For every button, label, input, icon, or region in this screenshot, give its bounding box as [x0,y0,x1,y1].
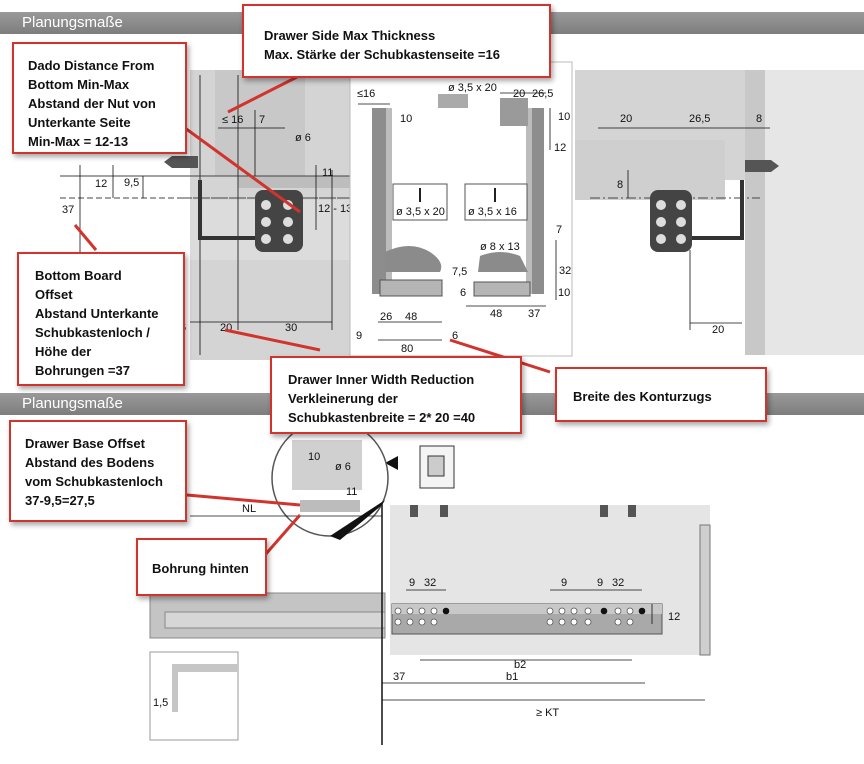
callout-line: Bohrung hinten [152,561,249,576]
dim-tc-le16: ≤16 [357,88,375,100]
callout-line: Unterkante Seite [28,115,131,130]
dim-tc-7: 7 [556,224,562,236]
callout-drawer-side-max-thickness: Drawer Side Max Thickness Max. Stärke de… [242,4,551,78]
dim-b-32a: 32 [424,577,436,589]
callout-line: vom Schubkastenloch [25,474,163,489]
dim-tc-37: 37 [528,308,540,320]
dim-tl-7: 7 [259,114,265,126]
dim-tl-37: 37 [62,204,74,216]
callout-line: Abstand Unterkante [35,306,159,321]
callout-line: Abstand des Bodens [25,455,155,470]
screws-bottom [410,505,636,517]
dim-b-NL: NL [242,503,256,515]
dim-tc-9: 9 [356,330,362,342]
dim-tc-80: 80 [401,343,413,355]
callout-dado-distance: Dado Distance From Bottom Min-Max Abstan… [12,42,187,154]
dim-tr-8a: 8 [756,113,762,125]
callout-line: Schubkastenloch / [35,325,150,340]
callout-line: Breite des Konturzugs [573,389,712,404]
dim-tc-48a: 48 [405,311,417,323]
runner-profile-right [650,190,692,252]
dim-tc-12: 12 [554,142,566,154]
dim-tc-6b: 6 [452,330,458,342]
callout-line: Bottom Board [35,268,122,283]
dim-tc-10b: 10 [558,111,570,123]
top-right-view: 20 26,5 8 8 20 [575,70,864,355]
dim-b-12: 12 [668,611,680,623]
drill-box-left [392,183,448,221]
dim-tc-26: 26 [380,311,392,323]
screw-left [164,156,198,168]
dim-tl-le16: ≤ 16 [222,114,243,126]
callout-line: Offset [35,287,73,302]
callout-line: Abstand der Nut von [28,96,156,111]
dim-tc-7-5: 7,5 [452,266,467,278]
dim-tc-48b: 48 [490,308,502,320]
dim-tr-26-5: 26,5 [689,113,710,125]
dim-tl-11: 11 [322,167,333,179]
dim-b-32b: 32 [612,577,624,589]
dim-tc-26-5: 26,5 [532,88,553,100]
corner-inset [149,651,239,741]
dim-tc-32: 32 [559,265,571,277]
dim-b-b2: b2 [514,659,526,671]
drill-box-right [464,183,528,221]
callout-line: Max. Stärke der Schubkastenseite =16 [264,47,500,62]
callout-line: Min-Max = 12-13 [28,134,129,149]
drill-holes [394,607,634,626]
callout-drawer-base-offset: Drawer Base Offset Abstand des Bodens vo… [9,420,187,522]
callout-line: Bohrungen =37 [35,363,130,378]
dim-b-geKT: ≥ KT [536,707,559,719]
dim-b-11: 11 [346,486,357,498]
dim-tc-10c: 10 [558,287,570,299]
dim-tr-20b: 20 [712,324,724,336]
callout-line: Drawer Inner Width Reduction [288,372,475,387]
runner-profile-left [255,190,303,252]
detail-magnifier [271,419,389,540]
callout-bottom-board-offset: Bottom Board Offset Abstand Unterkante S… [17,252,185,386]
dim-b-9a: 9 [409,577,415,589]
dim-b-37: 37 [393,671,405,683]
dim-tc-o3-5x16: ø 3,5 x 16 [468,206,517,218]
dim-b-9b: 9 [561,577,567,589]
dim-tc-6a: 6 [460,287,466,299]
dim-b-9c: 9 [597,577,603,589]
callout-line: Drawer Base Offset [25,436,145,451]
callout-line: Drawer Side Max Thickness [264,28,436,43]
cabinet-icon [419,445,455,489]
dim-tc-10a: 10 [400,113,412,125]
dim-tr-20a: 20 [620,113,632,125]
dim-tl-9-5: 9,5 [124,177,139,189]
callout-line: 37-9,5=27,5 [25,493,95,508]
dim-tl-12: 12 [95,178,107,190]
dim-tc-o8x13: ø 8 x 13 [480,241,520,253]
callout-line: Bottom Min-Max [28,77,130,92]
dim-tc-20: 20 [513,88,525,100]
dim-b-1-5: 1,5 [153,697,168,709]
bottom-side-view: 10 ø 6 11 NL 9 32 9 9 32 12 b2 37 b1 ≥ K… [149,419,711,745]
top-left-view: ≤ 16 7 ø 6 12 9,5 37 11 12 - 13 6 20 30 [60,70,352,360]
dim-b-o6: ø 6 [335,461,351,473]
dim-b-10: 10 [308,451,320,463]
dim-tl-12-13: 12 - 13 [318,203,352,215]
screw-right [745,160,779,172]
dim-tc-o3-5x20: ø 3,5 x 20 [396,206,445,218]
dim-tc-o3-5x20-top: ø 3,5 x 20 [448,82,497,94]
dim-tl-30: 30 [285,322,297,334]
callout-bohrung-hinten: Bohrung hinten [136,538,267,596]
callout-line: Höhe der [35,344,92,359]
dim-b-b1: b1 [506,671,518,683]
dim-tl-o6: ø 6 [295,132,311,144]
dim-tr-8b: 8 [617,179,623,191]
top-center-view: ≤16 10 ø 3,5 x 20 20 26,5 10 12 ø 3,5 x … [349,61,573,357]
callout-line: Dado Distance From [28,58,155,73]
callout-breite-konturzug: Breite des Konturzugs [555,367,767,422]
callout-line: Schubkastenbreite = 2* 20 =40 [288,410,476,425]
callout-drawer-inner-width: Drawer Inner Width Reduction Verkleineru… [270,356,522,434]
callout-line: Verkleinerung der [288,391,398,406]
